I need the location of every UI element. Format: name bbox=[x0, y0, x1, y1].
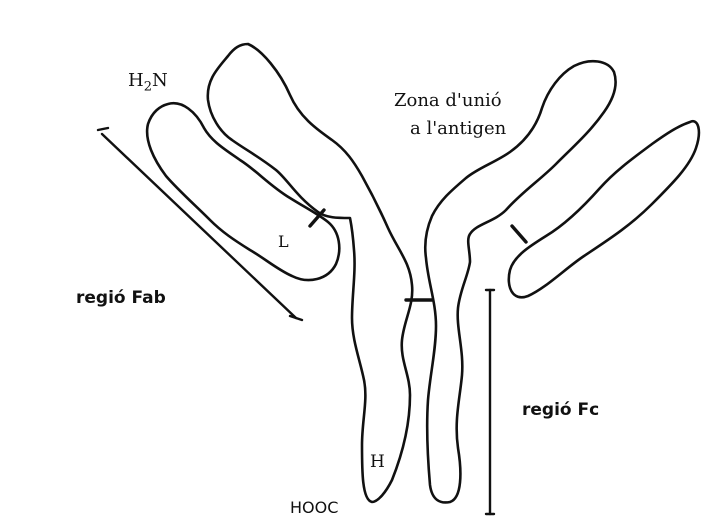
right-light-chain bbox=[509, 121, 699, 297]
amino-terminus-h: H bbox=[128, 70, 144, 91]
left-heavy-chain bbox=[208, 44, 412, 502]
binding-site-label-line-1: Zona d'unió bbox=[394, 92, 502, 110]
binding-site-label-line-2: a l'antigen bbox=[410, 120, 506, 138]
light-chain-label: L bbox=[278, 234, 289, 250]
amino-terminus-label: H2N bbox=[128, 72, 168, 94]
disulfide-bond-right bbox=[512, 226, 526, 242]
heavy-chain-label: H bbox=[370, 454, 385, 471]
fc-region-label: regió Fc bbox=[522, 402, 599, 419]
fab-bracket-tick-top bbox=[98, 128, 108, 130]
carboxyl-terminus-label: HOOC bbox=[290, 500, 338, 516]
amino-terminus-subscript: 2 bbox=[144, 80, 152, 95]
amino-terminus-n: N bbox=[152, 70, 168, 91]
left-light-chain bbox=[147, 103, 339, 280]
fab-region-label: regió Fab bbox=[76, 290, 166, 307]
